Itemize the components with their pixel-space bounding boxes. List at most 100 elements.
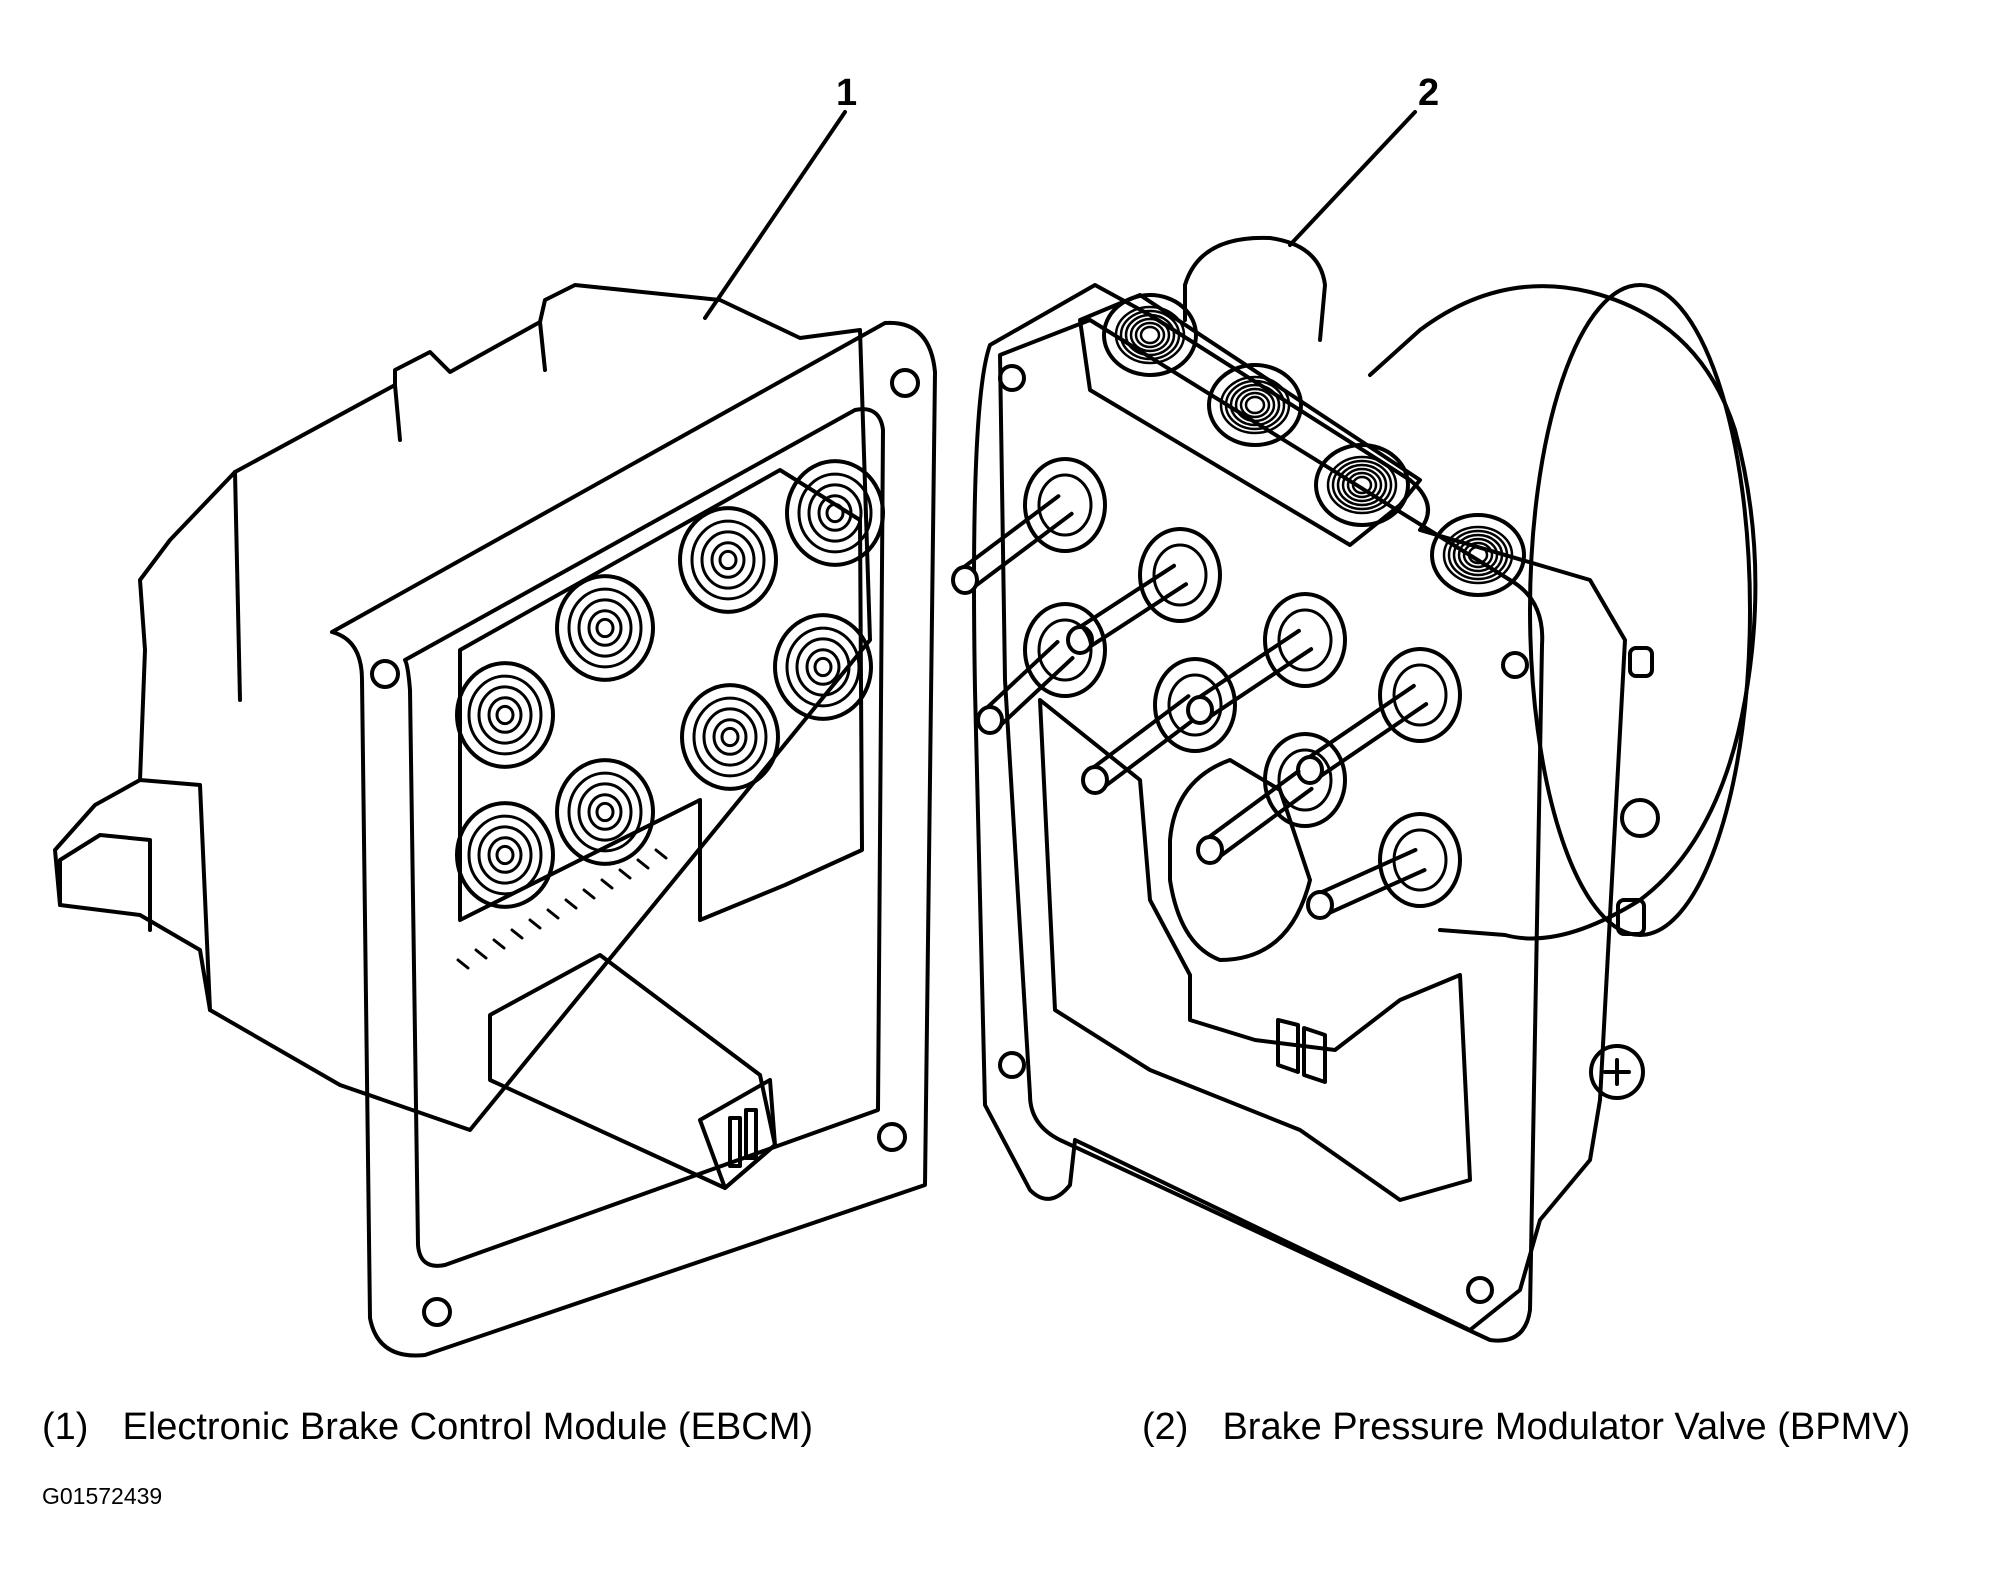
bpmv-side-tab	[1628, 646, 1654, 678]
ebcm-coil-ring	[805, 648, 841, 686]
bpmv-side-tab	[1616, 898, 1646, 936]
ebcm-coil-ring	[455, 661, 555, 769]
bpmv-port-rim	[1207, 363, 1303, 447]
bpmv-port-thread	[1234, 387, 1276, 423]
ebcm-bolt-hole	[877, 1122, 907, 1152]
ebcm-coil	[785, 459, 885, 567]
bpmv-stem-shaft	[980, 639, 1075, 731]
ebcm-coil-ring	[797, 472, 873, 554]
bpmv-port-thread	[1219, 375, 1291, 435]
legend-item-1: (1)Electronic Brake Control Module (EBCM…	[42, 1406, 813, 1449]
bpmv-stem-shaft	[1201, 769, 1314, 861]
bpmv-stem-group	[951, 457, 1462, 920]
bpmv-stem-collar	[1037, 618, 1093, 682]
ebcm-coil	[455, 801, 555, 909]
bpmv-port-thread	[1114, 305, 1186, 365]
ebcm-housing	[53, 283, 872, 1132]
bpmv-inner-boss	[1168, 758, 1312, 962]
bpmv-valve-stem	[976, 602, 1107, 735]
leader-line-2	[1288, 110, 1417, 247]
bpmv-stem-seat	[1263, 592, 1347, 688]
ebcm-flange	[330, 320, 937, 1358]
ebcm-connector-slot	[728, 1116, 742, 1168]
bpmv-stem-seat	[1153, 657, 1237, 753]
ebcm-coil-ring	[678, 506, 778, 614]
bpmv-motor	[1368, 284, 1758, 941]
ebcm-coil-ring	[692, 696, 768, 778]
ebcm-coil-group	[455, 459, 885, 909]
bpmv-bolt-hole	[1466, 1276, 1494, 1304]
ebcm-contact-row	[456, 848, 668, 970]
bpmv-port-thread	[1346, 471, 1378, 499]
ebcm-coil-ring	[710, 541, 746, 579]
bpmv-threaded-port	[1430, 513, 1526, 597]
bpmv-stem-shaft	[1191, 628, 1314, 722]
bpmv-port-rim	[1430, 513, 1526, 597]
bpmv-stem-tip	[951, 565, 979, 595]
ebcm-coil-ring	[690, 519, 766, 601]
ebcm-coil-ring	[680, 683, 780, 791]
bpmv-port-thread	[1442, 525, 1514, 585]
ebcm-connector	[488, 953, 777, 1190]
ebcm-coil-ring	[587, 609, 623, 647]
bpmv-port-group	[1102, 293, 1526, 597]
ebcm-connector-slot	[744, 1108, 758, 1160]
ebcm-coil-ring	[795, 637, 851, 697]
bpmv-flange	[998, 318, 1545, 1343]
bpmv-stem-tip	[1196, 835, 1224, 865]
bpmv-body	[972, 283, 1627, 1332]
ebcm-coil-ring	[702, 707, 758, 767]
ebcm-coil-ring	[825, 502, 845, 524]
bpmv-port-thread	[1331, 459, 1393, 511]
callout-2: 2	[1418, 72, 1440, 114]
bpmv-port-thread	[1124, 313, 1176, 357]
ebcm-coil	[555, 758, 655, 866]
bpmv-stem-collar	[1277, 608, 1333, 672]
ebcm-coil-ring	[555, 758, 655, 866]
figure-id: G01572439	[42, 1483, 163, 1509]
bpmv-bolt-hole	[1501, 651, 1529, 679]
bpmv-threaded-port	[1207, 363, 1303, 447]
bpmv-valve-stem	[1066, 527, 1222, 655]
bpmv-stem-seat	[1023, 602, 1107, 698]
bpmv-stem-shaft	[956, 494, 1074, 591]
bpmv-side-fitting	[1620, 798, 1660, 838]
bpmv-port-thread	[1119, 309, 1181, 361]
bpmv-stem-seat	[1138, 527, 1222, 623]
bpmv-stem-collar	[1392, 663, 1448, 727]
leader-line-1	[703, 110, 847, 320]
legend-text: Electronic Brake Control Module (EBCM)	[122, 1406, 814, 1448]
ebcm-coil-ring	[807, 483, 863, 543]
ebcm-bolt-hole	[370, 659, 400, 689]
ebcm-coil-ring	[495, 704, 515, 726]
bpmv-stem-collar	[1167, 673, 1223, 737]
bpmv-contact-tabs	[1276, 1018, 1327, 1084]
bpmv-stem-collar	[1037, 473, 1093, 537]
ebcm-coil-ring	[700, 530, 756, 590]
bpmv-cavity	[1038, 698, 1472, 1202]
ebcm-coil-ring	[773, 613, 873, 721]
ebcm-coil-ring	[712, 718, 748, 756]
bpmv-stem-collar	[1152, 543, 1208, 607]
bpmv-valve-stem	[1081, 657, 1237, 795]
ebcm-housing-edge	[138, 320, 547, 1012]
bpmv-port-thread	[1229, 383, 1281, 427]
bpmv-port-thread	[1326, 455, 1398, 515]
ebcm-coil-ring	[595, 801, 615, 823]
legend-number: (2)	[1142, 1406, 1189, 1448]
bpmv-valve-stem	[1296, 647, 1462, 785]
bpmv-valve-stem	[1306, 812, 1462, 920]
bpmv-side-screw-slot	[1603, 1058, 1631, 1086]
ebcm-coil-ring	[813, 656, 833, 678]
bpmv-valve-stem	[1186, 592, 1347, 725]
bpmv-port-thread	[1447, 529, 1509, 581]
bpmv-port-thread	[1341, 467, 1383, 503]
bpmv-port-thread	[1462, 541, 1494, 569]
ebcm-coil-ring	[555, 574, 655, 682]
ebcm-coil-ring	[487, 836, 523, 874]
ebcm-bolt-hole	[890, 368, 920, 398]
ebcm-coil-ring	[467, 814, 543, 896]
bpmv-bolt-hole	[998, 1051, 1026, 1079]
bpmv-valve-stem	[951, 457, 1107, 595]
ebcm-coil-ring	[567, 587, 643, 669]
